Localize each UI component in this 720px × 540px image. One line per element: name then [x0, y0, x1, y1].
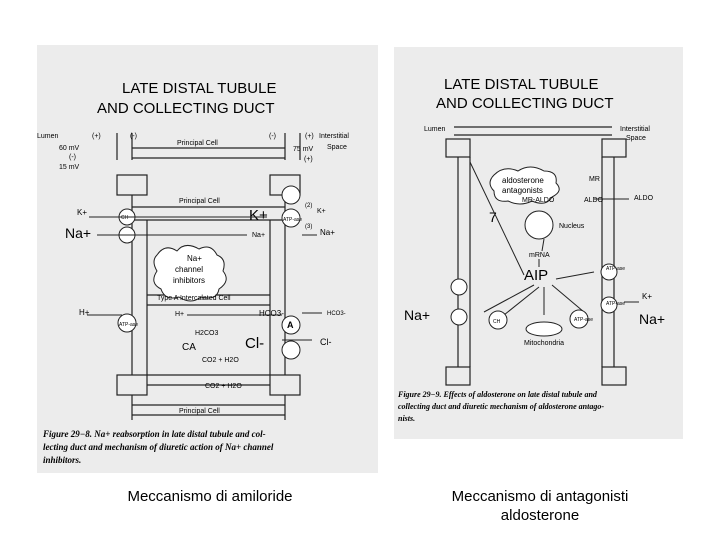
left-lumen-polarity: (+): [92, 133, 101, 140]
left-ch-label: CH: [121, 215, 129, 221]
left-title-line2: AND COLLECTING DUCT: [97, 100, 275, 117]
right-slide-caption-line2: aldosterone: [500, 507, 580, 524]
right-lumen-label: Lumen: [424, 126, 446, 133]
left-h-plus-inner: H+: [175, 311, 184, 318]
left-principal-cell: Principal Cell: [179, 198, 220, 205]
right-figure-caption-line2: collecting duct and diuretic mechanism o…: [398, 402, 604, 411]
left-inhibitor-line1: Na+: [187, 254, 202, 263]
left-inhibitor-line2: channel: [175, 265, 203, 274]
right-na-plus: Na+: [404, 307, 430, 323]
left-ca: CA: [182, 342, 196, 353]
left-k-plus-right: K+: [317, 208, 326, 215]
right-aldo: ALDO: [584, 197, 604, 204]
left-minus-paren: (-): [69, 154, 76, 161]
left-figure-caption-line3: inhibitors.: [43, 455, 81, 465]
left-principal-cell-lower: Principal Cell: [179, 408, 220, 415]
right-nucleus: Nucleus: [559, 223, 585, 230]
right-title-line1: LATE DISTAL TUBULE: [444, 76, 599, 93]
right-na-plus-right: Na+: [639, 311, 665, 327]
right-title-line2: AND COLLECTING DUCT: [436, 95, 614, 112]
left-principal-cell-top: Principal Cell: [177, 140, 218, 147]
left-interstitial-minus: (-): [269, 133, 276, 140]
right-interstitial-line2: Space: [626, 135, 646, 142]
left-figure-caption-line2: lecting duct and mechanism of diuretic a…: [43, 442, 274, 452]
left-inhibitor-cloud: [153, 245, 227, 302]
left-voltage-60: 60 mV: [59, 145, 80, 152]
right-nucleus-circle: [524, 210, 554, 240]
right-k-plus: K+: [642, 292, 652, 301]
left-title-line1: LATE DISTAL TUBULE: [122, 80, 277, 97]
right-channels: [450, 263, 618, 337]
left-voltage-75: 75 mV: [293, 146, 314, 153]
left-diagram: LATE DISTAL TUBULE AND COLLECTING DUCT L…: [37, 80, 349, 465]
right-atpase-top: ATP-ase: [606, 266, 625, 272]
left-cl-minus: Cl-: [245, 335, 264, 352]
left-co2-h2o: CO2 + H2O: [202, 357, 239, 364]
right-antagonist-cloud: [489, 166, 560, 205]
left-stoich-3: (3): [305, 224, 312, 230]
left-co2-h2o-bottom: CO2 + H2O: [205, 383, 242, 390]
right-aldo-antag-line1: aldosterone: [502, 176, 544, 185]
right-aip: AIP: [524, 267, 548, 284]
right-atpase-mid: ATP-ase: [606, 301, 625, 307]
right-membranes: [445, 126, 627, 386]
left-membranes: [116, 133, 301, 420]
left-na-plus-small: Na+: [252, 232, 265, 239]
left-figure-panel: LATE DISTAL TUBULE AND COLLECTING DUCT L…: [37, 45, 378, 473]
right-num-7: 7: [489, 209, 497, 225]
left-interstitial-line2: Space: [327, 144, 347, 151]
left-h-plus: H+: [79, 308, 90, 317]
left-arrows: [87, 216, 322, 341]
right-aldo-right: ALDO: [634, 195, 654, 202]
left-type-a-cell: Type A Intercalated Cell: [157, 295, 231, 302]
left-cl-minus-right: Cl-: [320, 337, 332, 347]
left-atpase-h: ATP-ase: [119, 322, 138, 328]
left-na-plus-right: Na+: [320, 228, 335, 237]
left-k-plus-big: K+: [249, 207, 268, 224]
right-slide-caption: Meccanismo di antagonisti aldosterone: [400, 487, 680, 525]
left-interstitial-line1: Interstitial: [319, 133, 349, 140]
left-hco3-right: HCO3-: [327, 311, 346, 317]
left-na-plus: Na+: [65, 225, 91, 241]
right-figure-panel: LATE DISTAL TUBULE AND COLLECTING DUCT L…: [394, 47, 683, 439]
left-lumen-label: Lumen: [37, 133, 59, 140]
left-figure-caption-line1: Figure 29−8. Na+ reabsorption in late di…: [42, 429, 266, 439]
right-interstitial-line1: Interstitial: [620, 126, 650, 133]
left-hco3-inner: HCO3-: [259, 309, 284, 318]
left-atpase-label: ATP-ase: [283, 217, 302, 223]
left-voltage-15: 15 mV: [59, 164, 80, 171]
right-mitochondria: Mitochondria: [524, 340, 564, 347]
right-arrows: [469, 161, 639, 316]
right-figure-caption-line3: nists.: [398, 414, 415, 423]
right-mrna: mRNA: [529, 252, 550, 259]
right-figure-caption-line1: Figure 29−9. Effects of aldosterone on l…: [397, 390, 598, 399]
right-slide-caption-line1: Meccanismo di antagonisti: [451, 488, 629, 505]
left-slide-caption: Meccanismo di amiloride: [127, 488, 293, 505]
right-ch-label: CH: [493, 319, 501, 325]
left-stoich-2: (2): [305, 203, 312, 209]
left-lumen-minus: (-): [130, 133, 137, 140]
left-inhibitor-line3: inhibitors: [173, 276, 205, 285]
right-aldo-antag-line2: antagonists: [502, 186, 543, 195]
right-mr: MR: [589, 176, 600, 183]
left-interstitial-plus: (+): [305, 133, 314, 140]
left-k-plus: K+: [77, 208, 87, 217]
right-mr-aldo: MR-ALDO: [522, 197, 555, 204]
left-plus-paren: (+): [304, 156, 313, 163]
left-h2co3: H2CO3: [195, 330, 218, 337]
right-atpase-low: ATP-ase: [574, 317, 593, 323]
right-diagram: LATE DISTAL TUBULE AND COLLECTING DUCT L…: [397, 76, 665, 423]
left-a-label: A: [287, 320, 294, 330]
